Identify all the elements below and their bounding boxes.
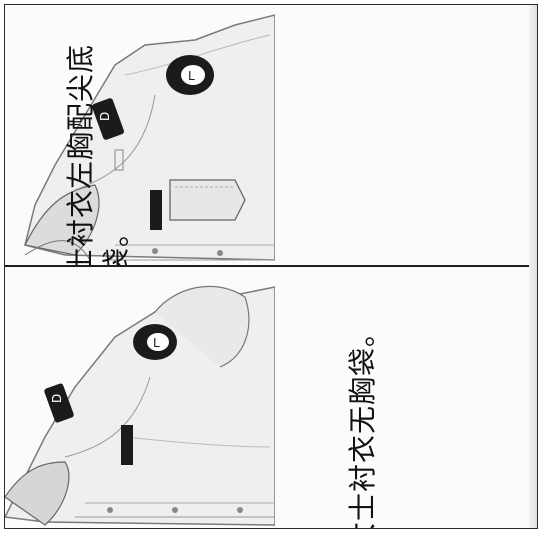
male-shirt-caption-line1: 男士衬衣左胸配尖底: [64, 43, 97, 265]
female-shirt-panel: D L 女士衬衣无胸袋。: [5, 267, 537, 528]
male-shirt-illustration: D L: [24, 14, 275, 261]
male-shirt-panel: D L 男士衬衣左胸配尖底 贴袋。: [5, 5, 537, 265]
panel-divider: [5, 265, 537, 267]
svg-text:L: L: [153, 336, 160, 350]
svg-text:D: D: [50, 394, 64, 403]
svg-text:D: D: [98, 112, 112, 121]
female-shirt-caption: 女士衬衣无胸袋。: [346, 317, 379, 528]
document-frame: D L 男士衬衣左胸配尖底 贴袋。: [4, 4, 538, 529]
female-shirt-illustration: D L: [5, 285, 275, 526]
svg-text:L: L: [188, 69, 195, 83]
male-shirt-caption-line2: 贴袋。: [100, 217, 133, 265]
scan-edge: [529, 5, 537, 528]
